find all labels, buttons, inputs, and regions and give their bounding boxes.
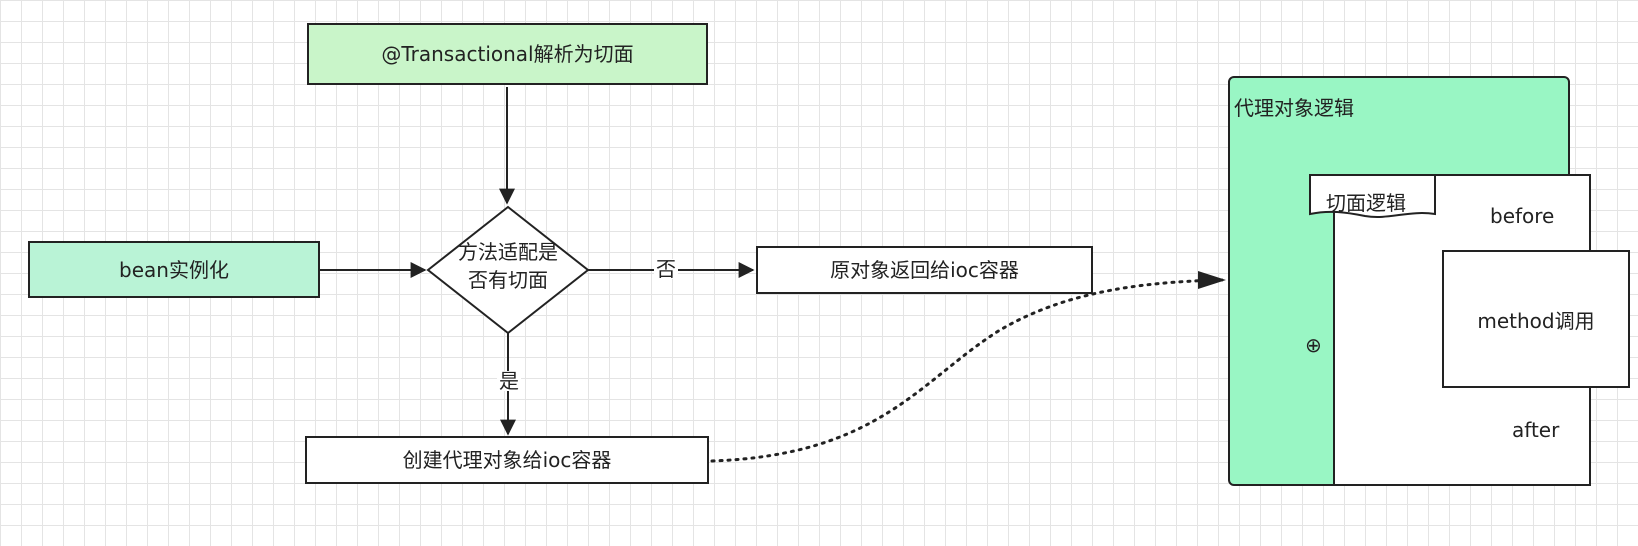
- decision-label-line2: 否有切面: [468, 268, 548, 292]
- proxy-title: 代理对象逻辑: [1234, 96, 1354, 120]
- edge-proxy-to-container: [710, 278, 1224, 463]
- method-call-label: method调用: [1477, 308, 1595, 333]
- original-label: 原对象返回给ioc容器: [830, 258, 1019, 282]
- no-label: 否: [654, 257, 678, 281]
- original-node[interactable]: 原对象返回给ioc容器: [756, 246, 1093, 294]
- create-proxy-node[interactable]: 创建代理对象给ioc容器: [305, 436, 709, 484]
- decision-text: 方法适配是 否有切面: [428, 238, 588, 294]
- after-label: after: [1512, 418, 1560, 442]
- before-label: before: [1490, 204, 1555, 228]
- transactional-node[interactable]: @Transactional解析为切面: [307, 23, 708, 85]
- zoom-in-icon: ⊕: [1305, 333, 1322, 357]
- yes-label: 是: [497, 369, 521, 393]
- bean-node[interactable]: bean实例化: [28, 241, 320, 298]
- bean-label: bean实例化: [119, 257, 229, 282]
- aspect-tab-label: 切面逻辑: [1326, 191, 1406, 215]
- aspect-tab[interactable]: [1309, 174, 1439, 222]
- transactional-label: @Transactional解析为切面: [381, 42, 634, 66]
- method-call-node[interactable]: method调用: [1442, 250, 1630, 388]
- decision-label-line1: 方法适配是: [458, 240, 558, 264]
- create-proxy-label: 创建代理对象给ioc容器: [402, 448, 612, 472]
- edge-proxy-arrowhead: [1198, 271, 1226, 289]
